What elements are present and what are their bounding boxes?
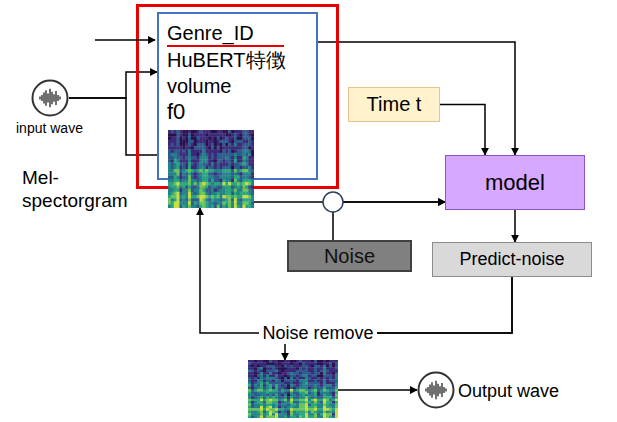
feature-label: HuBERT特徴 — [167, 47, 308, 73]
connector — [514, 210, 516, 242]
connector — [318, 42, 515, 155]
text-row: HuBERT特徴 — [167, 47, 308, 73]
output-wave: Output wave — [417, 370, 612, 410]
connector — [338, 389, 417, 391]
model-box: model — [445, 155, 585, 210]
output-spectrogram — [248, 360, 338, 418]
connector — [285, 277, 512, 360]
spectrogram-label: Mel- spectorgram — [22, 166, 147, 212]
box-label: Noise — [324, 245, 375, 268]
text-row: volume — [167, 73, 308, 99]
text-row: f0 — [167, 99, 308, 125]
connector — [333, 202, 445, 240]
box-label: Time t — [367, 93, 422, 116]
feature-label: Genre_ID — [167, 21, 284, 47]
spectrogram-image — [168, 130, 254, 208]
text-row: Genre_ID — [167, 20, 308, 47]
spectrogram-image — [248, 360, 338, 418]
connector — [440, 105, 485, 156]
connector — [69, 98, 168, 155]
wave-label: input wave — [16, 120, 83, 136]
wave-icon — [417, 371, 455, 409]
feature-label: f0 — [167, 99, 308, 125]
edge-label: Noise remove — [259, 323, 376, 344]
wave-icon — [31, 79, 69, 117]
feature-label: volume — [167, 73, 308, 99]
box-label: Predict-noise — [459, 249, 564, 270]
box-label: model — [485, 170, 545, 196]
input-arrow — [95, 39, 155, 41]
wave-label: Output wave — [458, 381, 559, 402]
mel-spectrogram: Mel- spectorgram — [168, 130, 254, 208]
input-wave: input wave — [14, 79, 94, 139]
highlight-frame — [138, 6, 338, 188]
predict-noise-box: Predict-noise — [432, 242, 592, 277]
connector — [69, 72, 157, 98]
sum-circle — [323, 192, 343, 212]
time-box: Time t — [348, 87, 440, 122]
noise-box: Noise — [287, 240, 412, 272]
